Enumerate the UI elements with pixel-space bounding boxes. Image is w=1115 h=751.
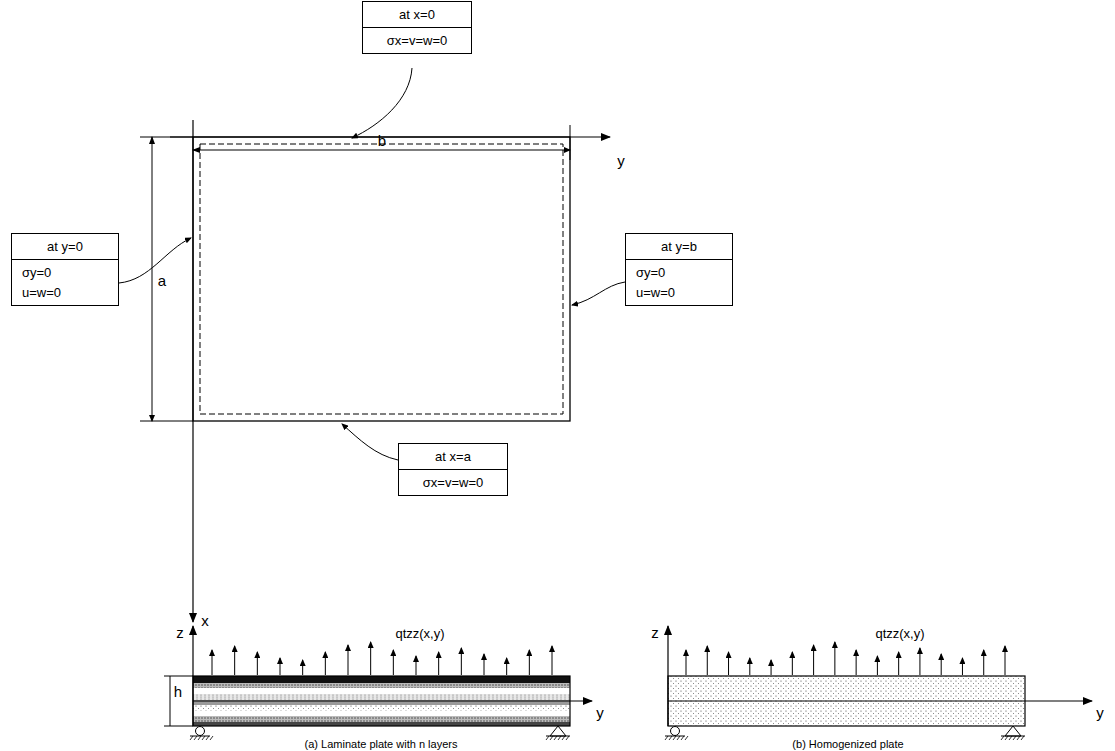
support-hatch bbox=[194, 736, 197, 740]
condition-text: σx=v=w=0 bbox=[367, 31, 467, 51]
condition-text: u=w=0 bbox=[636, 283, 728, 303]
load-arrow bbox=[941, 654, 942, 675]
load-arrow bbox=[234, 646, 235, 675]
load-arrow bbox=[834, 642, 835, 675]
boundary-condition-box: at x=0 σx=v=w=0 bbox=[362, 1, 472, 54]
load-arrow bbox=[484, 654, 485, 675]
load-arrow bbox=[212, 650, 213, 675]
load-arrow bbox=[370, 642, 371, 675]
support-hatch bbox=[665, 736, 668, 740]
condition-text: u=w=0 bbox=[22, 283, 114, 303]
figure-caption: (b) Homogenized plate bbox=[792, 737, 903, 751]
axis-label: h bbox=[174, 684, 182, 699]
condition-text: σy=0 bbox=[22, 263, 114, 283]
condition-text: σy=0 bbox=[636, 263, 728, 283]
support-hatch bbox=[1001, 736, 1004, 740]
load-arrow bbox=[749, 658, 750, 675]
load-arrow bbox=[461, 648, 462, 675]
support-hatch bbox=[550, 736, 553, 740]
load-arrow bbox=[771, 660, 772, 675]
support-hatch bbox=[210, 736, 213, 740]
support-hatch bbox=[562, 736, 565, 740]
support-hatch bbox=[1013, 736, 1016, 740]
load-arrow bbox=[728, 652, 729, 675]
load-arrow bbox=[416, 656, 417, 675]
support-hatch bbox=[202, 736, 205, 740]
axis-label: y bbox=[617, 153, 625, 168]
box-heading: at y=0 bbox=[12, 234, 118, 260]
load-arrow bbox=[506, 658, 507, 675]
load-arrow bbox=[325, 652, 326, 675]
figure-caption: (a) Laminate plate with n layers bbox=[305, 737, 458, 751]
load-arrow bbox=[438, 652, 439, 675]
support-hatch bbox=[673, 736, 676, 740]
load-arrow bbox=[856, 650, 857, 675]
box-heading: at x=0 bbox=[363, 2, 471, 28]
support-hatch bbox=[206, 736, 209, 740]
support-hatch bbox=[190, 736, 193, 740]
load-arrow bbox=[983, 650, 984, 675]
load-arrow bbox=[813, 645, 814, 675]
support-hatch bbox=[566, 736, 569, 740]
support-hatch bbox=[554, 736, 557, 740]
support-hatch bbox=[1009, 736, 1012, 740]
support-hatch bbox=[1005, 736, 1008, 740]
load-arrow bbox=[792, 652, 793, 675]
axis-label: z bbox=[651, 625, 659, 640]
support-hatch bbox=[558, 736, 561, 740]
axis-label: qtzz(x,y) bbox=[875, 626, 924, 641]
boundary-condition-box: at y=bσy=0u=w=0 bbox=[625, 233, 733, 306]
load-arrow bbox=[302, 660, 303, 675]
support-hatch bbox=[677, 736, 680, 740]
load-arrow bbox=[919, 648, 920, 675]
support-hatch bbox=[198, 736, 201, 740]
boundary-condition-box: at y=0σy=0u=w=0 bbox=[11, 233, 119, 306]
box-body: σy=0u=w=0 bbox=[12, 260, 118, 305]
box-body: σy=0u=w=0 bbox=[626, 260, 732, 305]
box-heading: at y=b bbox=[626, 234, 732, 260]
boundary-condition-box: at x=a σx=v=w=0 bbox=[398, 443, 508, 496]
box-heading: at x=a bbox=[399, 444, 507, 470]
load-arrow bbox=[348, 645, 349, 675]
load-arrow bbox=[686, 650, 687, 675]
axis-label: a bbox=[158, 273, 166, 288]
box-body: σx=v=w=0 bbox=[399, 470, 507, 495]
axis-label: x bbox=[201, 613, 209, 628]
axis-label: y bbox=[596, 705, 604, 720]
load-arrow bbox=[257, 652, 258, 675]
axis-label: y bbox=[1096, 705, 1104, 720]
box-body: σx=v=w=0 bbox=[363, 28, 471, 53]
load-arrow bbox=[529, 650, 530, 675]
condition-text: σx=v=w=0 bbox=[403, 473, 503, 493]
load-arrow bbox=[1005, 646, 1006, 675]
support-hatch bbox=[681, 736, 684, 740]
support-hatch bbox=[685, 736, 688, 740]
axis-label: b bbox=[378, 133, 386, 148]
support-hatch bbox=[546, 736, 549, 740]
load-arrow bbox=[877, 656, 878, 675]
load-arrow bbox=[393, 650, 394, 675]
load-arrow bbox=[280, 658, 281, 675]
load-arrow bbox=[707, 646, 708, 675]
support-hatch bbox=[1017, 736, 1020, 740]
load-arrow bbox=[962, 658, 963, 675]
axis-label: z bbox=[176, 625, 184, 640]
support-hatch bbox=[669, 736, 672, 740]
load-arrow bbox=[552, 646, 553, 675]
axis-label: qtzz(x,y) bbox=[395, 626, 444, 641]
load-arrow bbox=[898, 652, 899, 675]
support-hatch bbox=[1021, 736, 1024, 740]
